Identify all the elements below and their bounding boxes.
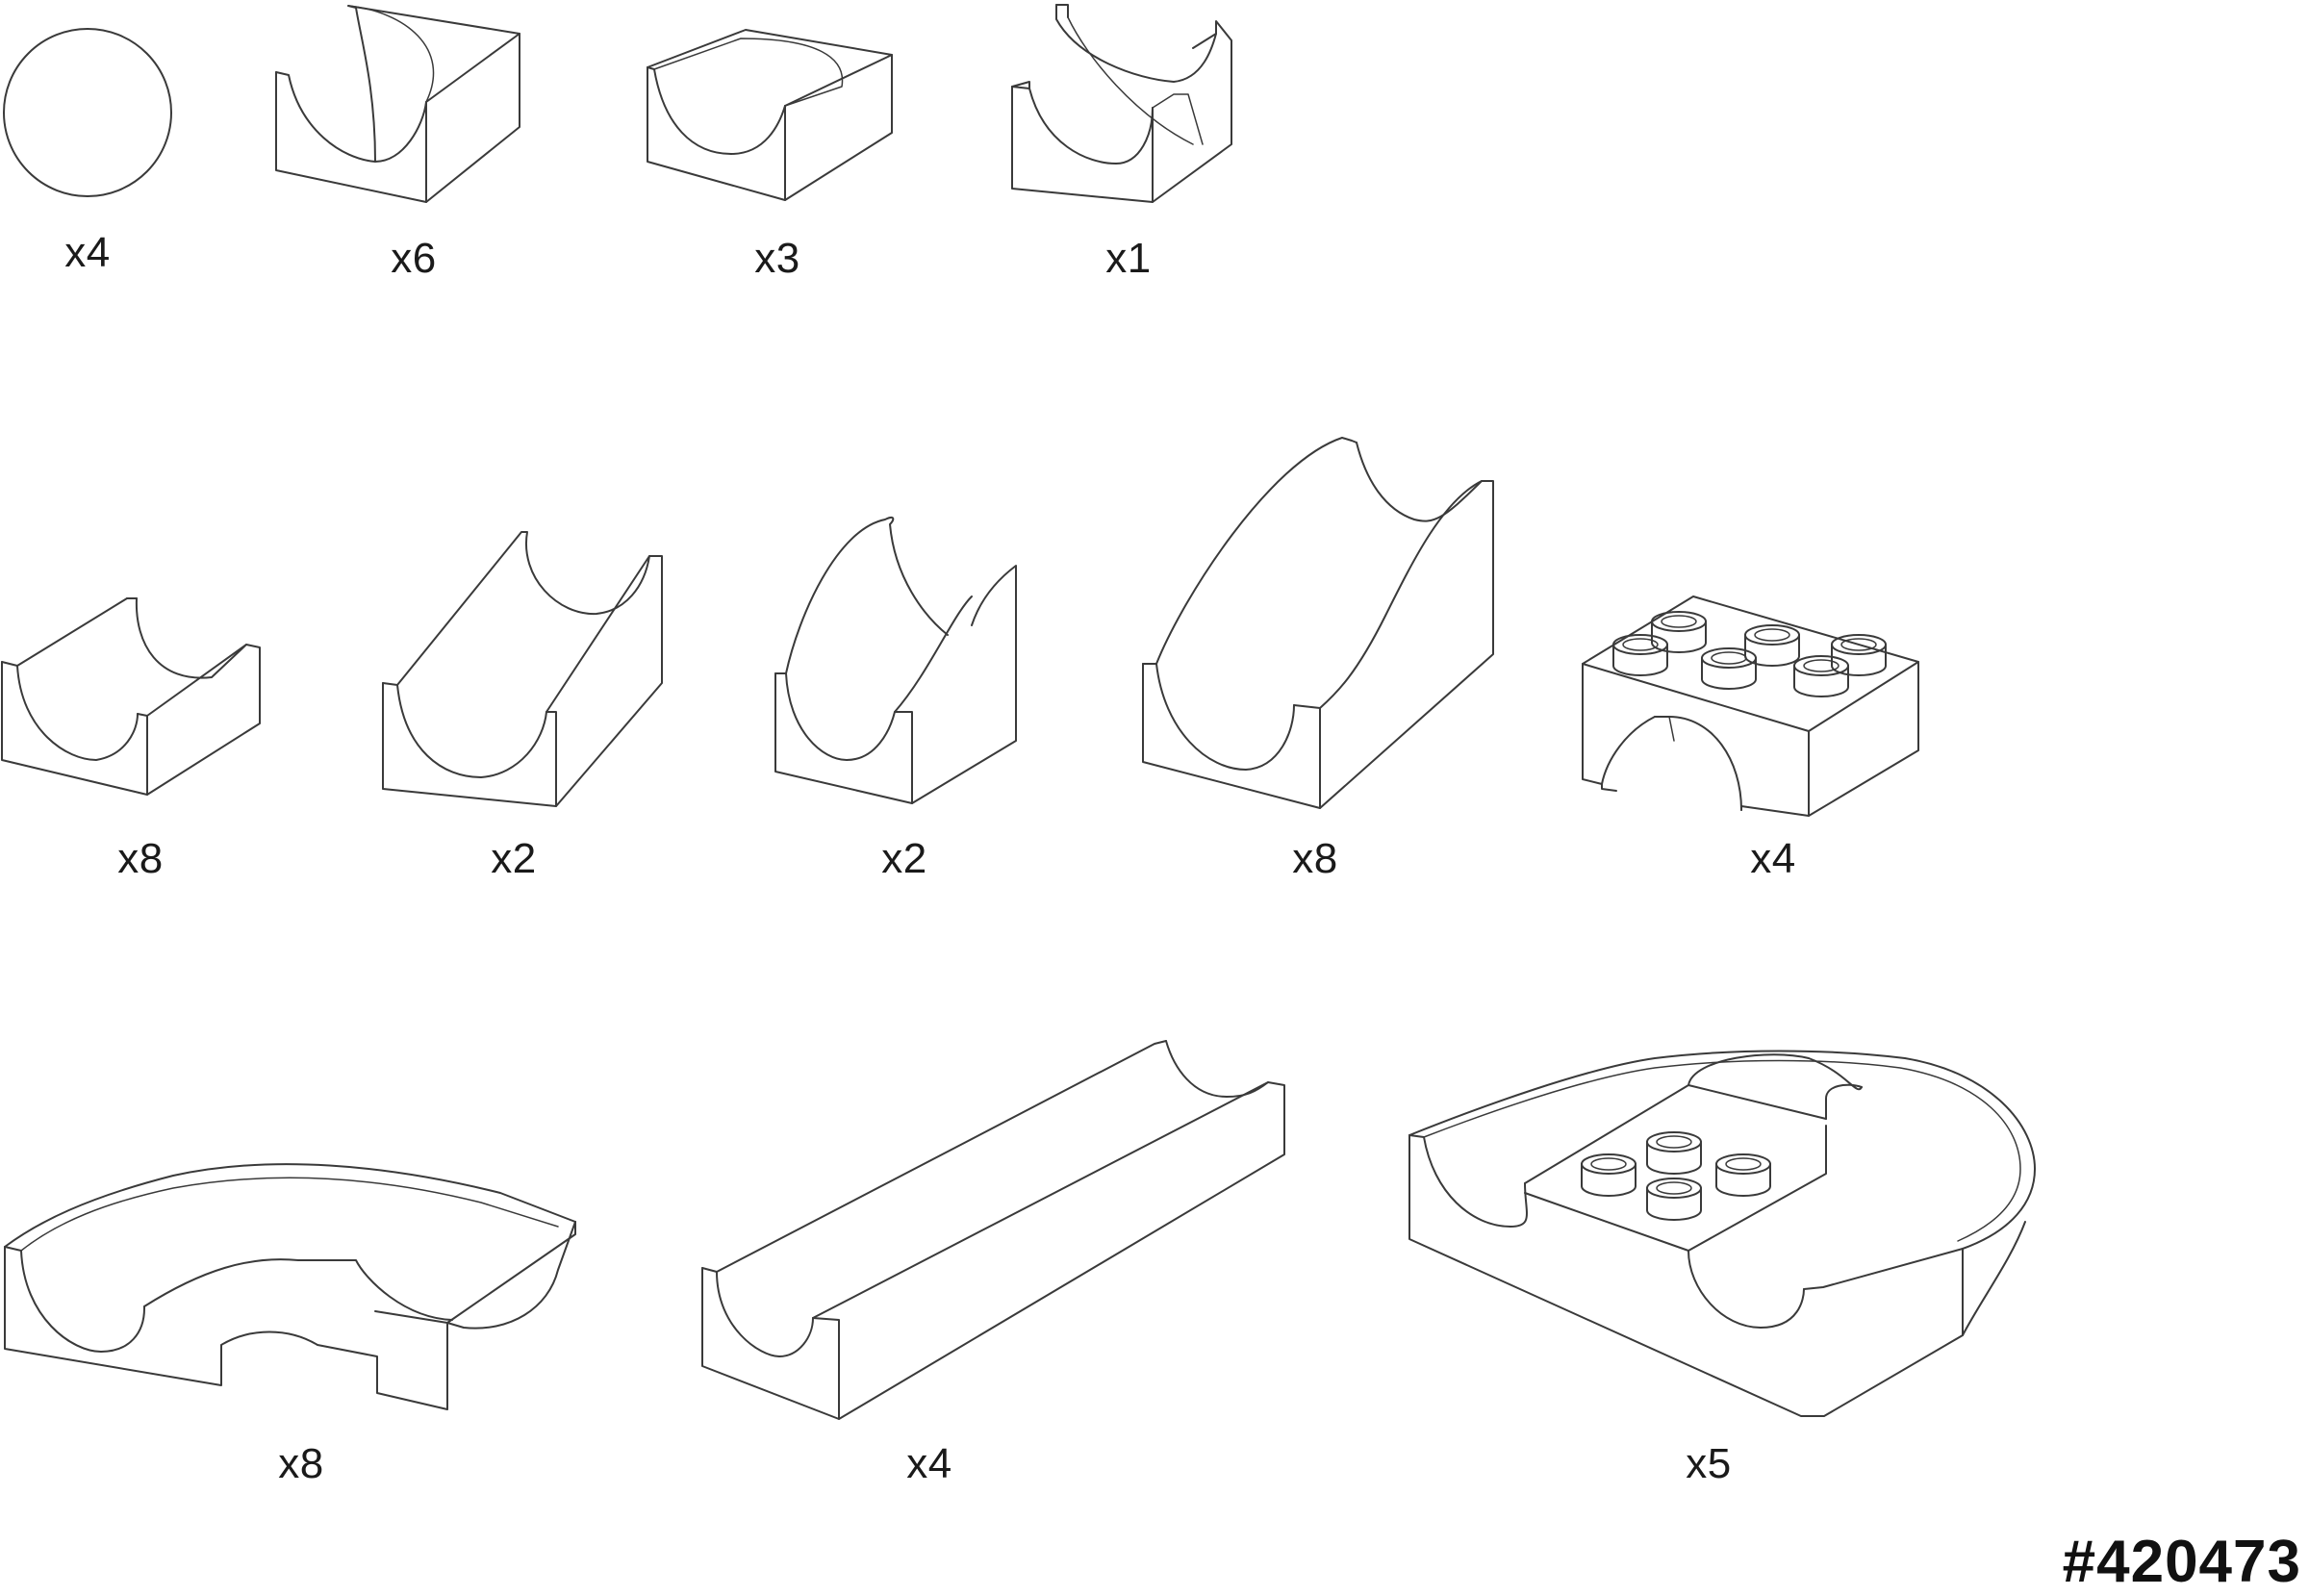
arch-brick-icon [1582, 595, 1919, 817]
long-straight-track-icon [701, 1040, 1285, 1420]
curved-track-icon [4, 1163, 576, 1410]
qty-curve-track: x8 [278, 1440, 324, 1487]
qty-cross-cube: x1 [1105, 235, 1152, 282]
qty-ball: x4 [64, 229, 111, 276]
u-turn-track-icon [1408, 1050, 2036, 1417]
qty-curve-cube: x6 [391, 235, 437, 282]
qty-turn-cube: x3 [754, 235, 800, 282]
qty-short-straight: x8 [117, 835, 164, 882]
slanted-straight-channel-icon [382, 531, 663, 807]
qty-arch-brick: x4 [1750, 835, 1796, 882]
product-code: #420473 [2062, 1529, 2301, 1595]
qty-long-straight: x4 [906, 1440, 952, 1487]
crossing-channel-cube-icon [1011, 4, 1232, 203]
large-ramp-icon [1142, 437, 1494, 809]
curved-channel-cube-icon [275, 5, 520, 203]
marble-ball-icon [3, 28, 172, 197]
turn-channel-cube-icon [647, 29, 893, 201]
qty-u-turn: x5 [1686, 1440, 1732, 1487]
small-ramp-icon [774, 516, 1017, 804]
short-straight-channel-icon [1, 597, 261, 796]
qty-small-ramp: x2 [881, 835, 927, 882]
qty-large-ramp: x8 [1292, 835, 1338, 882]
qty-slanted-straight: x2 [491, 835, 537, 882]
